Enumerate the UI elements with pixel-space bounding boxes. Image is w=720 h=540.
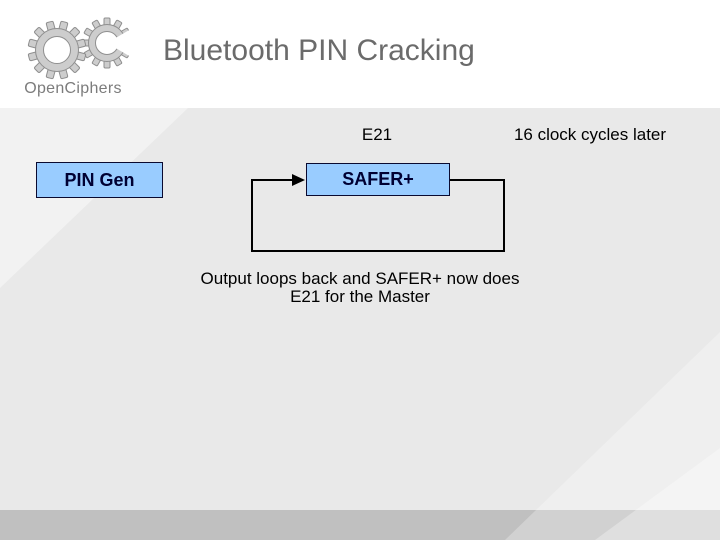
gears-icon xyxy=(27,17,143,80)
safer-box: SAFER+ xyxy=(306,163,450,196)
pin-gen-box: PIN Gen xyxy=(36,162,163,198)
clock-cycles-label: 16 clock cycles later xyxy=(513,125,667,144)
background-stripes xyxy=(0,108,720,540)
e21-label: E21 xyxy=(361,125,393,144)
openciphers-logo: OpenCiphers xyxy=(14,6,154,106)
slide-header: OpenCiphers Bluetooth PIN Cracking xyxy=(0,0,720,108)
caption-line-2: E21 for the Master xyxy=(290,287,430,306)
logo-text: OpenCiphers xyxy=(24,80,122,97)
caption-line-1: Output loops back and SAFER+ now does xyxy=(200,269,520,288)
slide-title: Bluetooth PIN Cracking xyxy=(163,34,475,67)
pin-gen-label: PIN Gen xyxy=(64,169,135,190)
bottom-band xyxy=(0,510,720,540)
safer-label: SAFER+ xyxy=(342,169,414,189)
caption: Output loops back and SAFER+ now does E2… xyxy=(150,270,570,306)
